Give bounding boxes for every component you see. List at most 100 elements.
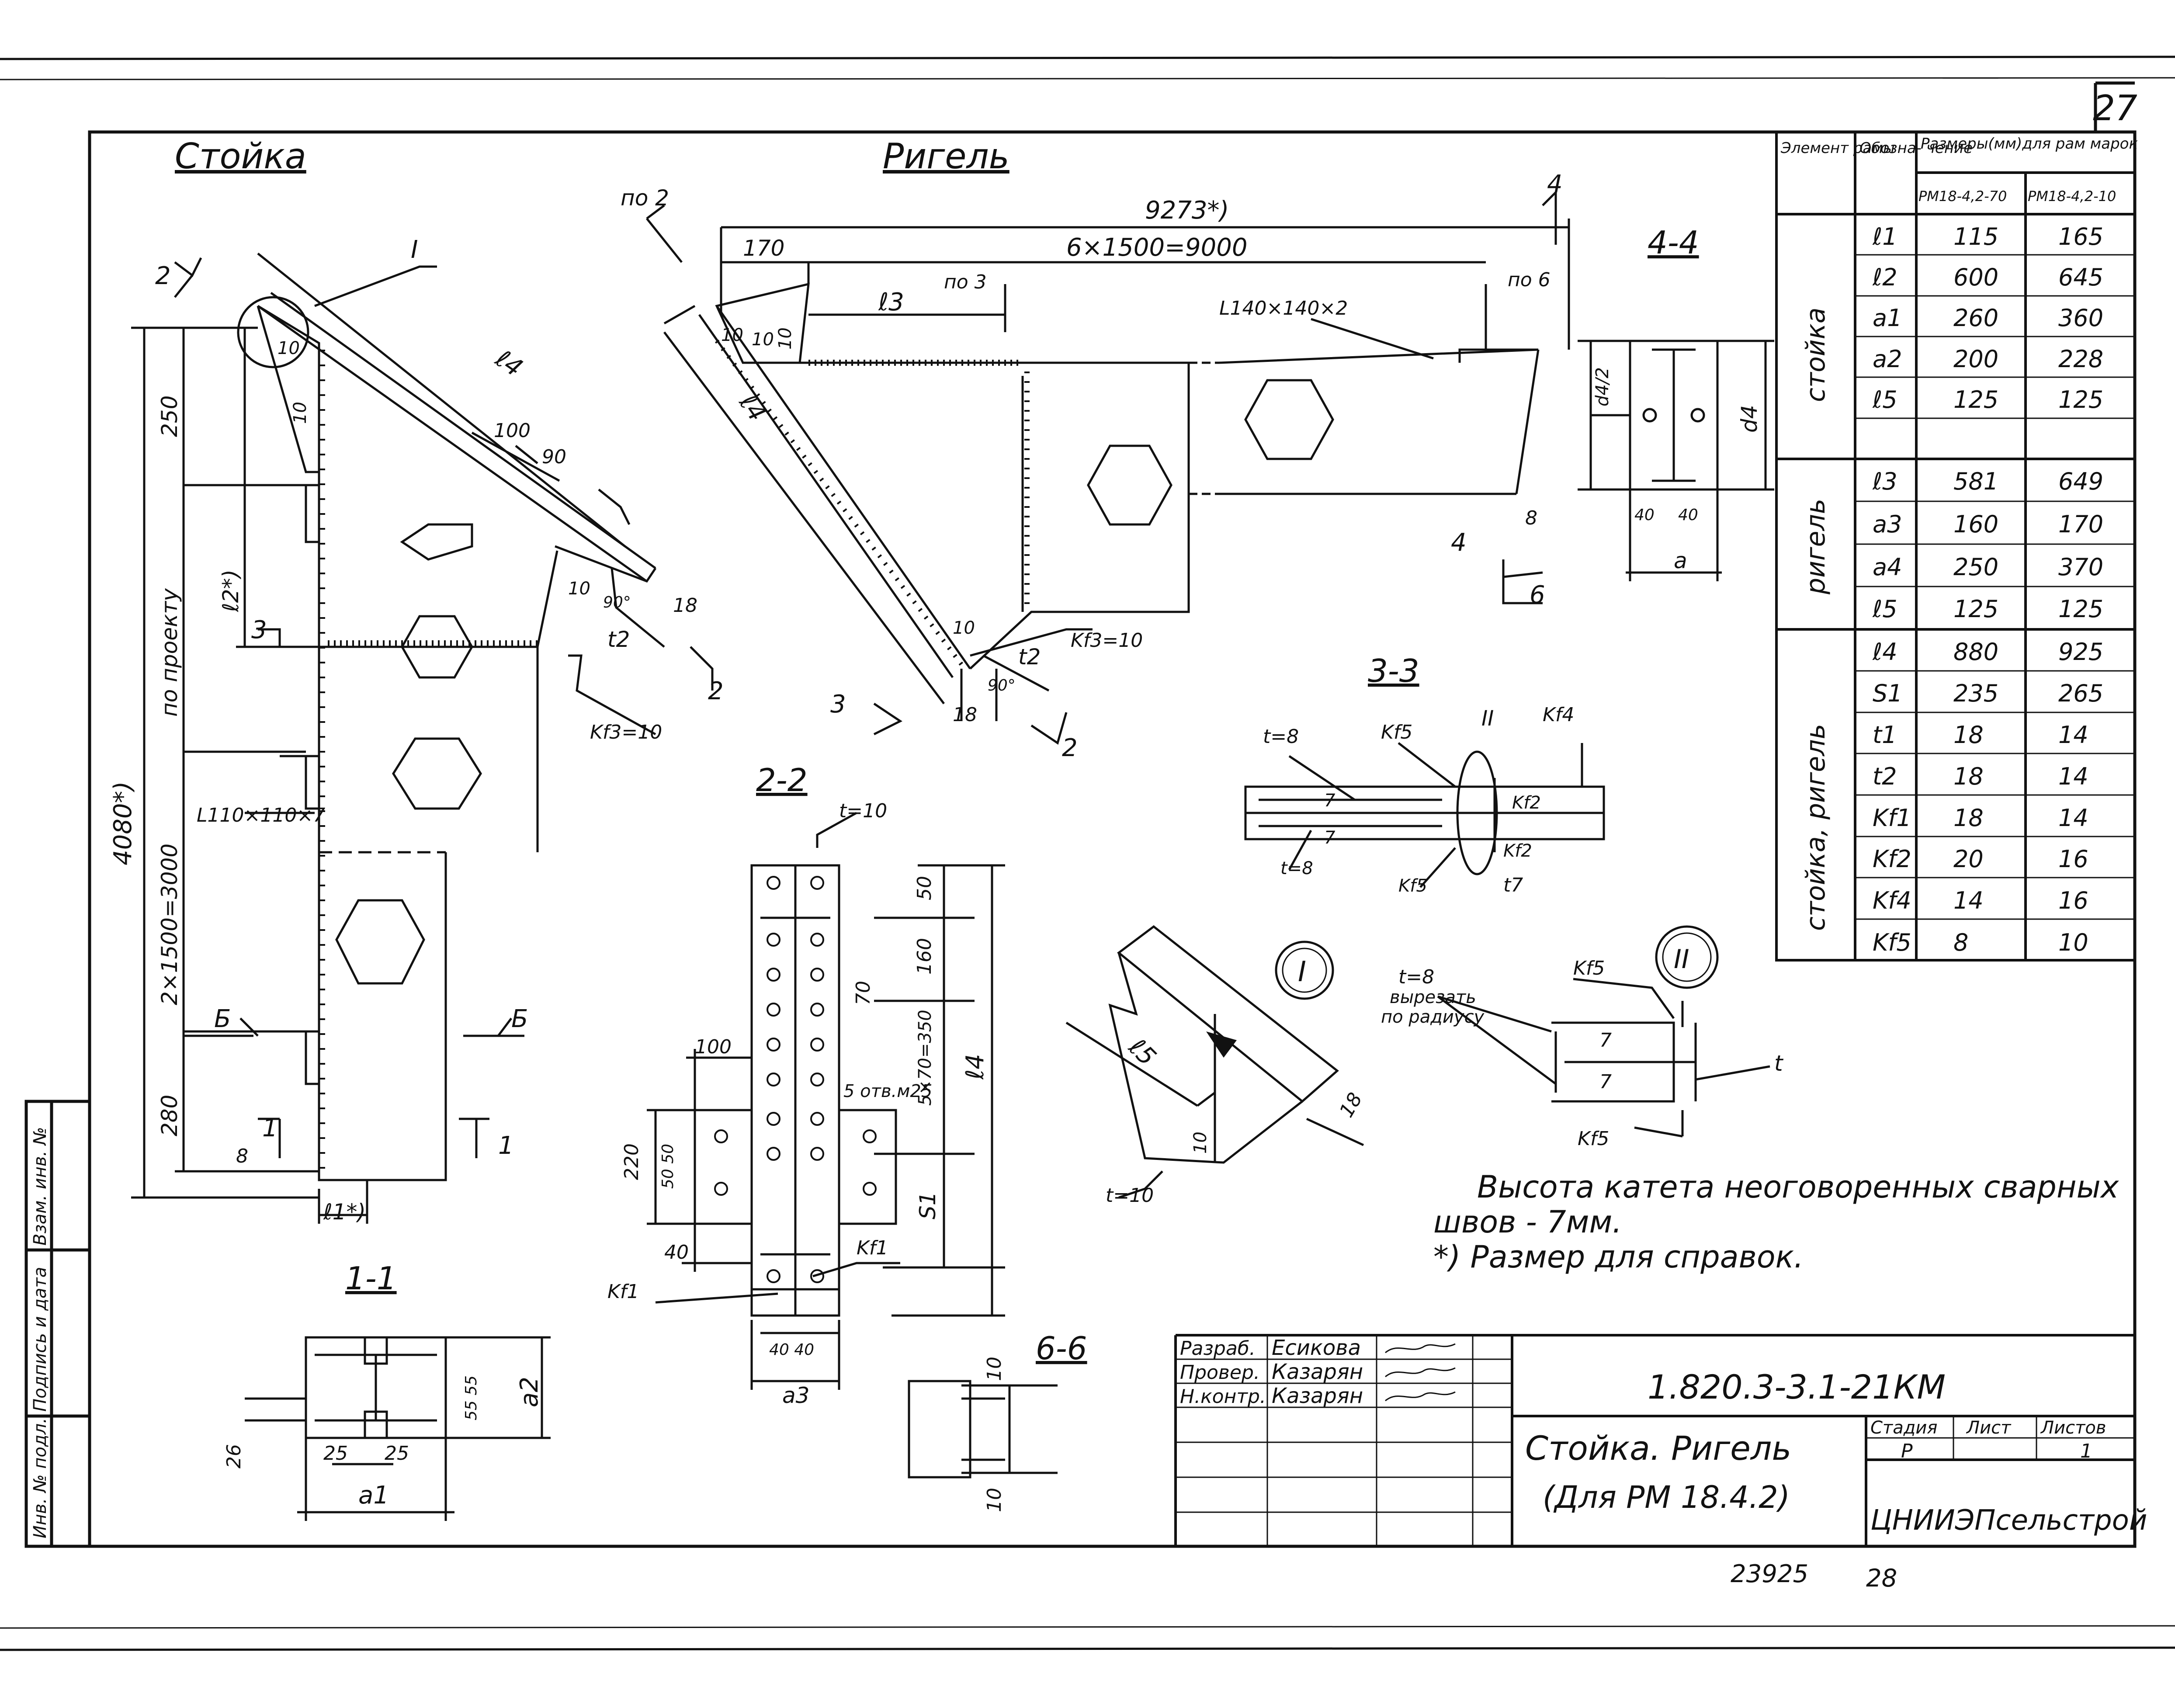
stoika-d-2x1500: 2×1500=3000: [157, 844, 182, 1005]
stoika-cut-bb: Б: [511, 1005, 528, 1033]
nodeII-marker: II: [1674, 944, 1689, 975]
sec44-40a: 40: [1634, 506, 1655, 524]
page-number: 27: [2093, 88, 2137, 128]
tb-name-2: Казарян: [1272, 1360, 1363, 1384]
stoika-d-18: 18: [673, 594, 697, 617]
strip-inv: Инв. № подл.: [30, 1418, 50, 1538]
table-group-both: стойка, ригель: [1800, 724, 1831, 931]
sec11-26: 26: [223, 1444, 245, 1468]
table-cell: 200: [1953, 345, 1998, 373]
rigel-kf3: Kf3=10: [1071, 629, 1143, 652]
section-4-4: 4-4 a d4 d4/2 40 40: [1578, 224, 1774, 581]
stoika-d-100: 100: [494, 420, 531, 442]
sec22-5x70: 5×70=350: [915, 1010, 935, 1106]
rigel-18: 18: [953, 704, 977, 726]
stoika-d-250: 250: [157, 396, 182, 437]
table-h-element: Элемент рамы: [1780, 139, 1895, 157]
nodeII-7a: 7: [1599, 1029, 1612, 1052]
table-cell: 880: [1953, 638, 1998, 666]
table-cell: 235: [1953, 680, 1998, 707]
sec44-d4-2: d4/2: [1592, 367, 1613, 406]
sec22-50: 50: [913, 876, 936, 900]
table-cell: 8: [1953, 929, 1968, 956]
stoika-d-po-proektu: по проекту: [157, 588, 182, 717]
sec33-title: 3-3: [1368, 653, 1419, 689]
stoika-angle: L110×110×7: [197, 804, 325, 826]
sec11-25a: 25: [323, 1442, 348, 1465]
stoika-d-10b: 10: [290, 402, 310, 424]
sec22-5050: 50 50: [659, 1144, 677, 1189]
rigel-po-3: по 3: [944, 271, 987, 293]
tb-title-1: Стойка. Ригель: [1525, 1429, 1791, 1468]
stoika-cut-1b: 1: [498, 1132, 514, 1160]
table-cell: 14: [2058, 763, 2088, 790]
sec33-kf4: Kf4: [1543, 704, 1574, 726]
table-cell: 260: [1953, 304, 1998, 332]
stoika-90: 90°: [603, 594, 631, 611]
sec22-160: 160: [913, 938, 936, 975]
sec22-bolts-label: 5 отв.м25: [843, 1081, 932, 1101]
table-cell: 125: [2058, 595, 2103, 623]
sec22-s1: S1: [915, 1191, 940, 1219]
tb-doc-code: 1.820.3-3.1-21КМ: [1648, 1368, 1946, 1406]
stoika-title: Стойка: [175, 136, 306, 177]
table-cell: 160: [1953, 510, 1998, 538]
table-cell: 20: [1953, 845, 1984, 873]
rigel-angle: L140×140×2: [1219, 297, 1348, 319]
nodeII-cut: вырезать: [1390, 987, 1476, 1007]
rigel-d-9273: 9273*): [1145, 196, 1229, 225]
table-cell: 370: [2058, 553, 2103, 581]
sec22-title: 2-2: [756, 762, 808, 798]
table-cell: 649: [2058, 468, 2103, 495]
stoika-d-10a: 10: [278, 338, 300, 358]
stoika-d-t2: t2: [607, 627, 630, 652]
section-1-1: 1-1 25 25 26 a1 a2 55 55: [223, 1260, 551, 1521]
strip-sign: Подпись и дата: [30, 1267, 50, 1412]
sec33-t8b: t=8: [1280, 858, 1313, 878]
tb-signatures: [1385, 1343, 1456, 1402]
dimension-table: Элемент рамы Обозна- чение Размеры(мм)дл…: [1775, 131, 2138, 962]
table-cell: 360: [2058, 304, 2103, 332]
table-cell: ℓ5: [1872, 386, 1897, 413]
note-line1: Высота катета неоговоренных сварных: [1477, 1169, 2119, 1205]
rigel-cut-3: 3: [830, 690, 846, 719]
sec22-bolts: [714, 876, 877, 1283]
sec22-a3: a3: [782, 1383, 809, 1408]
stoika-d-l2: ℓ2*): [218, 569, 243, 612]
rigel-t2: t2: [1018, 644, 1041, 670]
tb-name-1: Есикова: [1272, 1336, 1361, 1360]
sec66-10b: 10: [983, 1488, 1006, 1512]
sec22-70: 70: [852, 981, 874, 1005]
table-cell: Kf1: [1873, 804, 1911, 832]
table-cell: ℓ1: [1872, 223, 1897, 250]
table-cell: 165: [2058, 223, 2103, 250]
rigel-d-6x1500: 6×1500=9000: [1066, 233, 1248, 262]
table-cell: 14: [2058, 721, 2088, 749]
rigel-10b: 10: [752, 330, 774, 350]
tb-role-1: Разраб.: [1180, 1337, 1256, 1360]
tb-title-2: (Для РМ 18.4.2): [1543, 1479, 1790, 1515]
sec11-5555: 55 55: [462, 1375, 480, 1420]
section-6-6: 6-6 10 10: [908, 1330, 1087, 1512]
sec22-40: 40: [664, 1241, 689, 1264]
tb-name-3: Казарян: [1272, 1384, 1363, 1408]
left-strip: Инв. № подл. Подпись и дата Взам. инв. №: [30, 1127, 50, 1538]
rigel-cut-4b: 4: [1451, 528, 1467, 557]
stoika-d-kf3: Kf3=10: [590, 721, 662, 743]
sheet-frame: [24, 81, 2137, 1548]
rigel-cut-6: 6: [1530, 581, 1545, 609]
table-cell: t1: [1873, 721, 1897, 749]
title-block: Разраб. Провер. Н.контр. Есикова Казарян…: [1174, 1334, 2147, 1546]
table-cell: 581: [1953, 468, 1998, 495]
table-cell: 925: [2058, 638, 2103, 666]
table-cell: 14: [2058, 804, 2088, 832]
sec22-220: 220: [621, 1143, 643, 1180]
nodeII-t: t: [1774, 1051, 1784, 1076]
sec22-100: 100: [695, 1036, 732, 1058]
sec22-t10: t=10: [839, 800, 887, 822]
table-cell: 125: [2058, 386, 2103, 413]
table-sub-1: РМ18-4,2-70: [1918, 188, 2007, 205]
rigel-d-170: 170: [743, 236, 784, 261]
table-cell: ℓ2: [1872, 264, 1897, 291]
